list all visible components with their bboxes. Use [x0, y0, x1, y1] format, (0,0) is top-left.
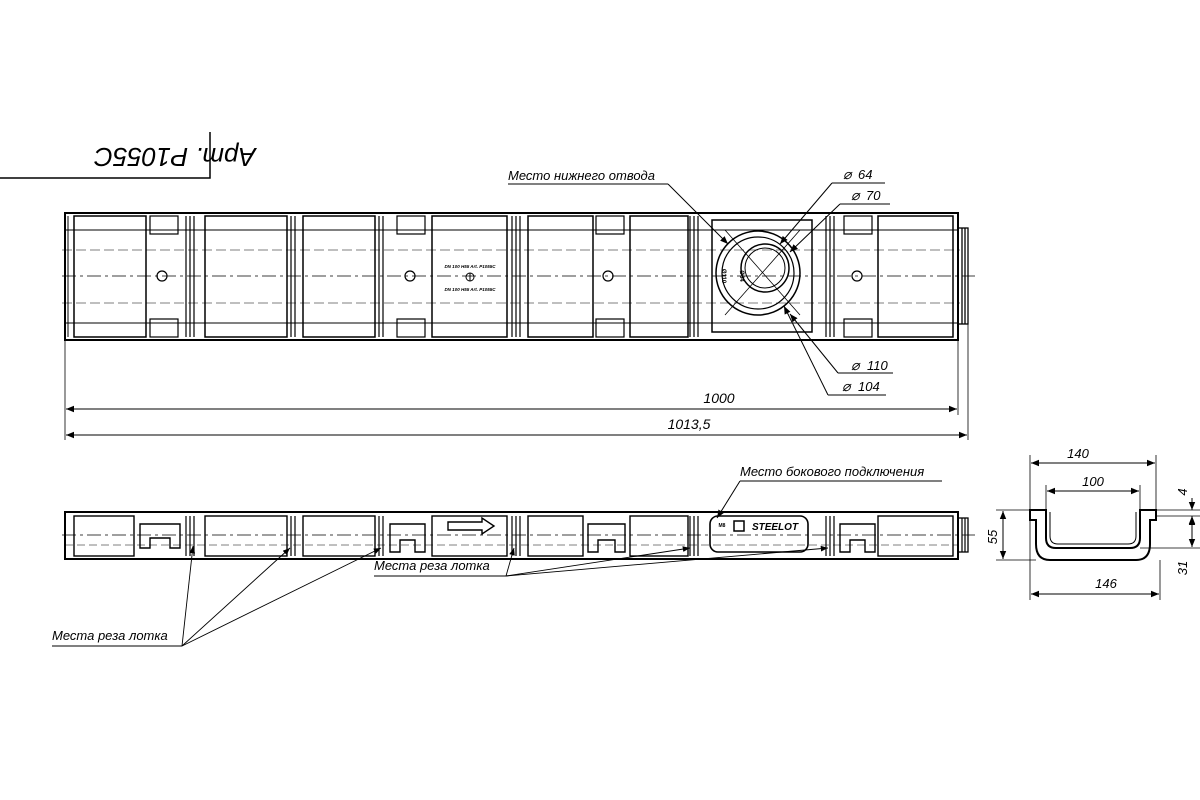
- bottom-outlet: Ø110 Ø64: [711, 219, 813, 333]
- side-connection-plate: M8 STEELOT: [709, 515, 809, 553]
- title-block: Арт. P1055C: [0, 132, 258, 179]
- marking-text-2: DN 100 H55 Art. P1055C: [444, 287, 496, 292]
- dim-inner-width: 100: [1082, 474, 1104, 489]
- diameter-symbol-70: ⌀: [851, 187, 861, 203]
- steelot-logo-text: STEELOT: [752, 522, 799, 533]
- side-small-mark: M8: [719, 523, 726, 529]
- dim-inner-depth: 31: [1175, 561, 1190, 575]
- diameter-104-value: 104: [858, 379, 880, 394]
- dim-height: 55: [985, 529, 1000, 544]
- bottom-outlet-label: Место нижнего отвода: [508, 168, 655, 183]
- dim-rim: 4: [1175, 488, 1190, 495]
- side-segments: [73, 515, 969, 557]
- flow-arrow-icon: [447, 516, 496, 536]
- dim-length-1000: 1000: [703, 390, 734, 406]
- diameter-symbol-104: ⌀: [842, 378, 852, 394]
- bottom-outlet-leader: Место нижнего отвода: [508, 168, 729, 245]
- diameter-symbol-64: ⌀: [843, 166, 853, 182]
- cut-places-label-right: Места реза лотка: [374, 558, 490, 573]
- top-segments: [67, 215, 969, 338]
- top-view: DN 100 H55 Art. P1055C DN 100 H55 Art. P…: [62, 166, 975, 440]
- diameter-70-value: 70: [866, 188, 881, 203]
- diameter-64-value: 64: [858, 167, 872, 182]
- article-label: Арт. P1055C: [94, 142, 258, 172]
- outlet-side-text: Ø110: [720, 269, 726, 284]
- diameter-110-value: 110: [867, 358, 888, 373]
- diameter-symbol-110: ⌀: [851, 357, 861, 373]
- diameter-leaders: ⌀ 64 ⌀ 70 ⌀ 110 ⌀ 104: [779, 166, 893, 396]
- length-dimensions: 1000 1013,5: [64, 324, 969, 440]
- cross-section: 140 100 146 55 4 31: [985, 446, 1200, 600]
- dim-bottom-width: 146: [1095, 576, 1117, 591]
- cut-places-leaders: Места реза лотка Места реза лотка: [52, 545, 829, 647]
- dim-length-1013: 1013,5: [668, 416, 711, 432]
- outlet-center-text: Ø64: [738, 270, 744, 282]
- steelot-logo-icon: [733, 520, 745, 532]
- dim-top-width: 140: [1067, 446, 1089, 461]
- cut-places-label-left: Места реза лотка: [52, 628, 168, 643]
- side-connection-leader: Место бокового подключения: [716, 464, 942, 519]
- marking-block: DN 100 H55 Art. P1055C DN 100 H55 Art. P…: [444, 264, 496, 292]
- side-connection-label: Место бокового подключения: [740, 464, 924, 479]
- side-view: M8 STEELOT Место бокового подключения Ме…: [52, 464, 975, 647]
- marking-text-1: DN 100 H55 Art. P1055C: [444, 264, 496, 269]
